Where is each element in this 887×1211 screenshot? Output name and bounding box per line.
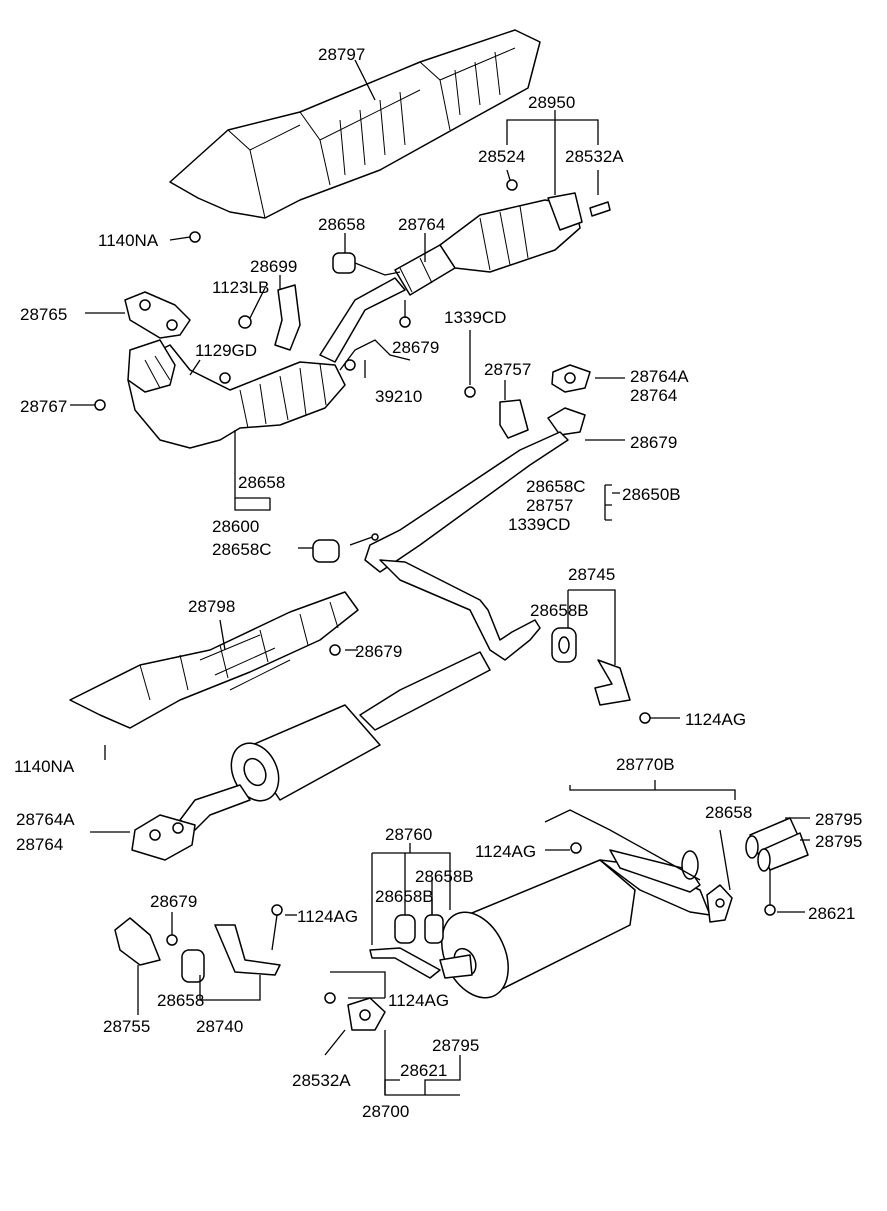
label-28755: 28755 [103, 1017, 150, 1036]
label-28650b: 28650B [622, 485, 681, 504]
label-28679-bottom: 28679 [150, 892, 197, 911]
hanger-28658b-mid [551, 627, 577, 663]
gasket-mid [551, 364, 591, 393]
lower-heat-shield [69, 591, 359, 729]
front-pipe-upper [319, 277, 406, 363]
label-1140na-upper: 1140NA [98, 231, 159, 250]
manifold-gasket [124, 291, 191, 339]
label-28700: 28700 [362, 1102, 409, 1121]
label-28795-c: 28795 [432, 1036, 479, 1055]
label-28798: 28798 [188, 597, 235, 616]
label-28532a-lower: 28532A [292, 1071, 351, 1090]
label-28679-lower: 28679 [355, 642, 402, 661]
catalytic-converter [394, 192, 583, 296]
label-1339cd-upper: 1339CD [444, 308, 506, 327]
bracket-28760 [324, 914, 473, 1056]
label-28764-mid: 28764 [630, 386, 677, 405]
label-28658b-a: 28658B [415, 867, 474, 886]
label-28740: 28740 [196, 1017, 243, 1036]
label-28757-right: 28757 [526, 496, 573, 515]
label-28658-upper: 28658 [318, 215, 365, 234]
oxygen-sensor [339, 339, 411, 371]
label-28600: 28600 [212, 517, 259, 536]
fasteners [94, 179, 611, 411]
label-39210: 39210 [375, 387, 422, 406]
label-1124ag-bottom: 1124AG [297, 907, 358, 926]
label-1140na-lower: 1140NA [14, 757, 75, 776]
label-28679-upper: 28679 [392, 338, 439, 357]
label-28621: 28621 [808, 904, 855, 923]
label-28621-lower: 28621 [400, 1061, 447, 1080]
label-28764-lower: 28764 [16, 835, 63, 854]
label-1124ag-lower: 1124AG [388, 991, 449, 1010]
intermediate-muffler [179, 651, 491, 831]
label-28795-a: 28795 [815, 810, 862, 829]
label-28658c-right: 28658C [526, 477, 586, 496]
label-28658c-left: 28658C [212, 540, 272, 559]
label-1129gd: 1129GD [195, 341, 257, 360]
label-28532a: 28532A [565, 147, 624, 166]
bracket-28699 [274, 284, 301, 351]
label-28765: 28765 [20, 305, 67, 324]
label-28658b-b: 28658B [375, 887, 434, 906]
label-28745: 28745 [568, 565, 615, 584]
label-28524: 28524 [478, 147, 525, 166]
label-28699: 28699 [250, 257, 297, 276]
hanger-upper [332, 252, 401, 276]
label-28950: 28950 [528, 93, 575, 112]
label-28679-mid: 28679 [630, 433, 677, 452]
label-28658-rear: 28658 [705, 803, 752, 822]
part-labels: 28797 28950 28524 28532A 1140NA 28658 28… [14, 45, 862, 1121]
label-28760: 28760 [385, 825, 432, 844]
leader-lines [70, 59, 810, 1096]
clamp-28757 [499, 399, 529, 439]
bracket-28745 [594, 659, 651, 724]
gasket-lower [131, 814, 196, 861]
rear-muffler [441, 809, 733, 999]
label-28795-b: 28795 [815, 832, 862, 851]
label-1124ag-rear: 1124AG [475, 842, 536, 861]
label-28658-bottom: 28658 [157, 991, 204, 1010]
label-1124ag-mid: 1124AG [685, 710, 746, 729]
label-28764-upper: 28764 [398, 215, 445, 234]
center-pipe [349, 407, 586, 661]
label-28658b-mid: 28658B [530, 601, 589, 620]
bracket-28740 [181, 904, 283, 983]
exhaust-manifold [127, 339, 346, 449]
bracket-28755 [114, 917, 178, 966]
label-28764a-mid: 28764A [630, 367, 689, 386]
label-28757-upper: 28757 [484, 360, 531, 379]
label-1339cd-right: 1339CD [508, 515, 570, 534]
label-28658-manifold: 28658 [238, 473, 285, 492]
hanger-28658c-left [312, 539, 340, 563]
label-28764a-lower: 28764A [16, 810, 75, 829]
label-28770b: 28770B [616, 755, 675, 774]
tailpipe-tips [745, 817, 809, 916]
label-1123lb: 1123LB [212, 278, 269, 297]
label-28767: 28767 [20, 397, 67, 416]
label-28797: 28797 [318, 45, 365, 64]
upper-heat-shield [169, 29, 541, 219]
